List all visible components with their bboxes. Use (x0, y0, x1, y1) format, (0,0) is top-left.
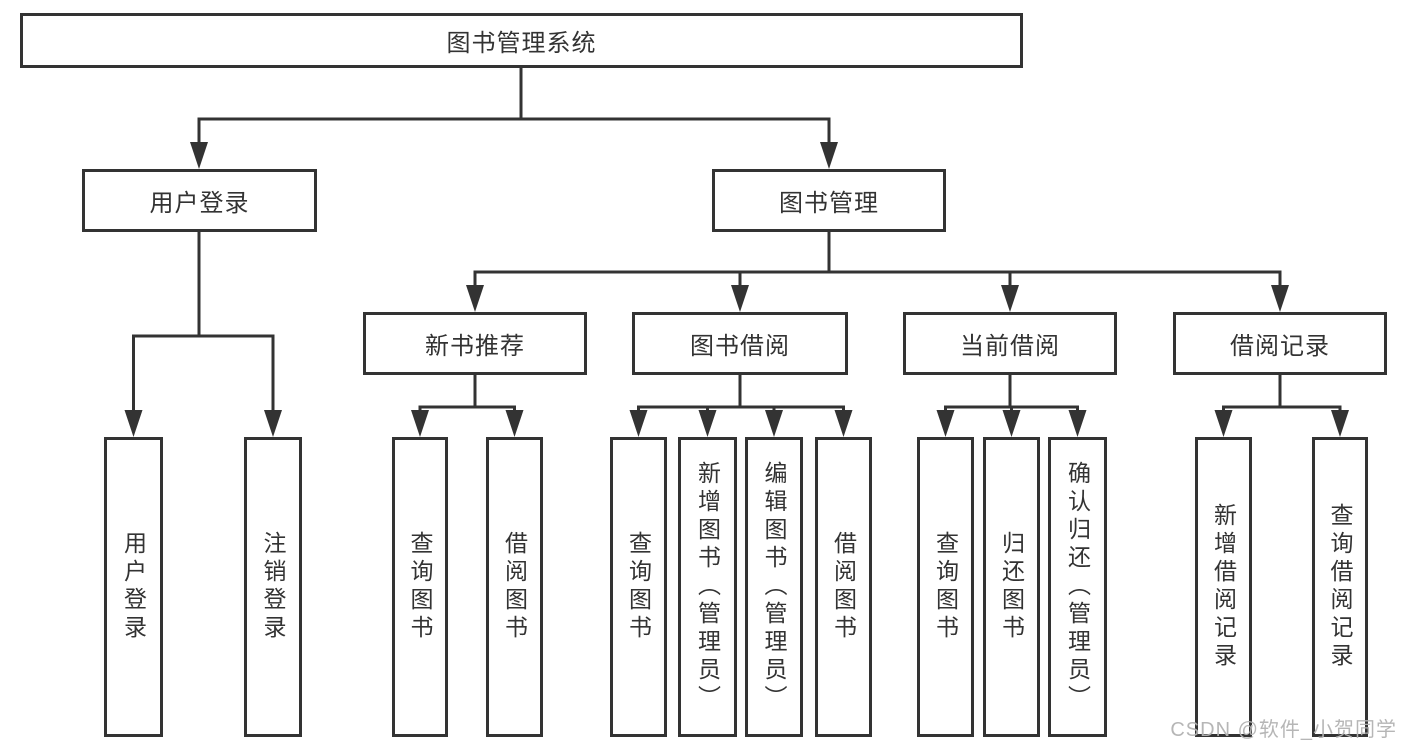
node-label: 借阅记录 (1230, 333, 1330, 360)
node-label: 用户登录 (120, 531, 147, 643)
leaf-br-add-borrow-record: 新增借阅记录 (1195, 437, 1252, 737)
node-label: 用户登录 (149, 190, 250, 217)
leaf-nbr-borrow-books: 借阅图书 (486, 437, 543, 737)
leaf-cb-return-books: 归还图书 (983, 437, 1040, 737)
node-label: 查询图书 (625, 531, 652, 643)
node-label: 当前借阅 (960, 333, 1060, 360)
leaf-bb-borrow-books: 借阅图书 (815, 437, 872, 737)
leaf-cb-confirm-return-admin: 确认归还（管理员） (1048, 437, 1107, 737)
watermark: CSDN @软件_小贺同学 (1170, 719, 1397, 741)
leaf-nbr-query-books: 查询图书 (392, 437, 448, 737)
leaf-br-query-borrow-record: 查询借阅记录 (1312, 437, 1368, 737)
node-label: 查询图书 (407, 531, 433, 643)
node-label: 注销登录 (260, 531, 286, 643)
node-label: 查询借阅记录 (1327, 503, 1353, 671)
node-current-borrow: 当前借阅 (903, 312, 1117, 375)
node-book-management: 图书管理 (712, 169, 946, 232)
node-label: 图书借阅 (690, 333, 790, 360)
node-book-borrow: 图书借阅 (632, 312, 848, 375)
node-label: 编辑图书（管理员） (761, 461, 787, 713)
leaf-bb-edit-books-admin: 编辑图书（管理员） (745, 437, 803, 737)
node-label: 查询图书 (932, 531, 959, 643)
leaf-bb-query-books: 查询图书 (610, 437, 667, 737)
node-borrow-records: 借阅记录 (1173, 312, 1387, 375)
node-label: 图书管理 (779, 190, 879, 217)
node-new-book-recommend: 新书推荐 (363, 312, 587, 375)
node-root: 图书管理系统 (20, 13, 1023, 68)
node-label: 新增借阅记录 (1210, 503, 1237, 671)
leaf-user-login: 用户登录 (104, 437, 163, 737)
node-user-login: 用户登录 (82, 169, 317, 232)
node-label: 新书推荐 (425, 333, 525, 360)
node-label: 新增图书（管理员） (694, 461, 721, 713)
node-label: 确认归还（管理员） (1064, 461, 1091, 713)
node-label: 归还图书 (998, 531, 1025, 643)
node-label: 借阅图书 (501, 531, 528, 643)
leaf-bb-add-books-admin: 新增图书（管理员） (678, 437, 737, 737)
leaf-logout-login: 注销登录 (244, 437, 302, 737)
node-label: 图书管理系统 (446, 30, 597, 57)
leaf-cb-query-books: 查询图书 (917, 437, 974, 737)
node-label: 借阅图书 (830, 531, 857, 643)
